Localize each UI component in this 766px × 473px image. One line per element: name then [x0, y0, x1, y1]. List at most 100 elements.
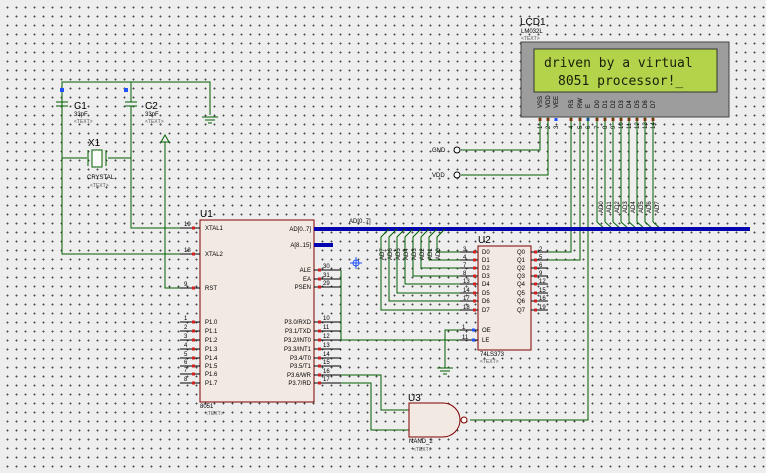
x1-text-tag: <TEXT> [90, 183, 109, 189]
lcd-bus-tap-label: AD1 [607, 201, 613, 213]
u2-pin-name: D6 [482, 299, 490, 305]
x1-ref: X1 [88, 138, 101, 149]
lcd-pin-number: 8 [603, 125, 609, 129]
lcd-pin-name: D6 [643, 100, 649, 108]
u1-pin-marker [192, 338, 195, 342]
lcd1[interactable]: LCD1 LM032L <TEXT> driven by a virtual 8… [520, 17, 730, 129]
u1-pin-number: 10 [323, 316, 330, 322]
u1-body [199, 219, 315, 403]
lcd-screen [533, 48, 718, 93]
u2-pin-name: D5 [482, 291, 490, 297]
u2-pin-number: 16 [539, 296, 546, 302]
u2-pin-marker [473, 266, 476, 270]
u1-pin-marker [192, 226, 195, 230]
u1-pin-marker [192, 381, 195, 385]
u2-bus-tap-label: AD1 [428, 248, 434, 260]
u2-pin-name: LE [482, 338, 489, 344]
u2-bus-tap-label: AD2 [420, 248, 426, 260]
u3-body [408, 402, 461, 438]
u1-8051[interactable]: U1 8051 <TEXT> 19XTAL118XTAL29RST1P1.02P… [180, 209, 341, 417]
u2-pin-number: 18 [463, 305, 470, 311]
u2-pin-number: 6 [539, 263, 543, 269]
u1-pin-marker [318, 347, 321, 351]
u2-bus-tap-label: AD0 [436, 248, 442, 260]
u1-pin-marker [192, 320, 195, 324]
u1-pin-name: XTAL1 [205, 226, 224, 232]
u1-pin-name: PSEN [295, 285, 311, 291]
lcd-bus-tap-label: AD4 [631, 201, 637, 213]
u3-nand[interactable]: U3 NAND_2 <TEXT> [408, 393, 468, 453]
lcd-bus-tap-label: AD0 [599, 201, 605, 213]
lcd-pin-name: VSS [538, 96, 544, 108]
u2-pin-marker [534, 258, 537, 262]
u2-pin-number: 8 [463, 271, 467, 277]
u1-pin-marker [318, 356, 321, 360]
u1-pin-number: 30 [323, 264, 330, 270]
crystal-section [56, 81, 218, 289]
u2-part: 74LS373 [480, 352, 505, 358]
u1-pin-number: 31 [323, 273, 330, 279]
u1-pin-number: 1 [184, 316, 188, 322]
u1-pin-name: P3.4/T0 [290, 356, 312, 362]
lcd-pin-number: 1 [538, 125, 544, 129]
u2-pin-name: D3 [482, 274, 490, 280]
u1-pin-number: 14 [323, 352, 330, 358]
u1-pin-number: 18 [184, 248, 191, 254]
lcd-pin-name: D4 [627, 100, 633, 108]
vdd-terminal [453, 171, 461, 179]
u1-pin-number: 5 [184, 352, 188, 358]
u2-pin-number: 19 [539, 305, 546, 311]
u1-pin-marker [192, 364, 195, 368]
u2-pin-number: 1 [462, 325, 466, 331]
u1-pin-marker [192, 356, 195, 360]
x1-part: CRYSTAL [87, 175, 115, 181]
u1-pin-marker [192, 286, 195, 290]
u1-pin-number: 8 [184, 377, 188, 383]
u1-pin-name: P1.3 [205, 347, 218, 353]
lcd-line-2: 8051 processor!_ [558, 74, 683, 89]
u2-pin-number: 4 [463, 255, 467, 261]
u2-bus-tap-label: AD5 [396, 248, 402, 260]
u2-pin-marker [534, 299, 537, 303]
u2-pin-number: 9 [539, 271, 543, 277]
u1-pin-name: ALE [300, 268, 311, 274]
u1-pin-marker [192, 372, 195, 376]
u2-pin-marker [534, 291, 537, 295]
gnd-terminal [453, 146, 461, 154]
u2-pin-name: Q6 [517, 299, 526, 305]
u1-pin-number: 12 [323, 334, 330, 340]
lcd-line-1: driven by a virtual [544, 56, 693, 71]
lcd-pin-name: E [586, 104, 592, 108]
u2-bus-tap-label: AD4 [404, 248, 410, 260]
u2-pin-marker [473, 250, 476, 254]
lcd-pin-number: 11 [627, 122, 633, 129]
u2-pin-marker [472, 328, 475, 332]
u1-pin-name: P1.0 [205, 320, 218, 326]
c1-value: 33pF [74, 112, 88, 118]
lcd-pin-name: VEE [554, 96, 560, 108]
u2-pin-marker [534, 250, 537, 254]
u1-pin-name: P1.2 [205, 338, 218, 344]
u2-pin-marker [473, 291, 476, 295]
u3-bubble [460, 416, 468, 424]
u3-text-tag: <TEXT> [413, 447, 432, 453]
lcd-pin-number: 7 [595, 125, 601, 129]
u2-pin-marker [473, 299, 476, 303]
c2-text-tag: <TEXT> [145, 119, 164, 125]
u1-pin-marker [318, 277, 321, 281]
u1-pin-marker [318, 329, 321, 333]
u2-pin-name: Q3 [517, 274, 526, 280]
u1-pin-number: 4 [184, 343, 188, 349]
u1-pin-number: 9 [184, 282, 188, 288]
u1-pin-name: P1.4 [205, 356, 218, 362]
u2-pin-number: 12 [539, 279, 546, 285]
u2-text-tag: <TEXT> [480, 359, 499, 365]
u1-pin-marker [318, 268, 321, 272]
u1-pin-marker [318, 373, 321, 377]
lcd-bus-tap-label: AD3 [623, 201, 629, 213]
